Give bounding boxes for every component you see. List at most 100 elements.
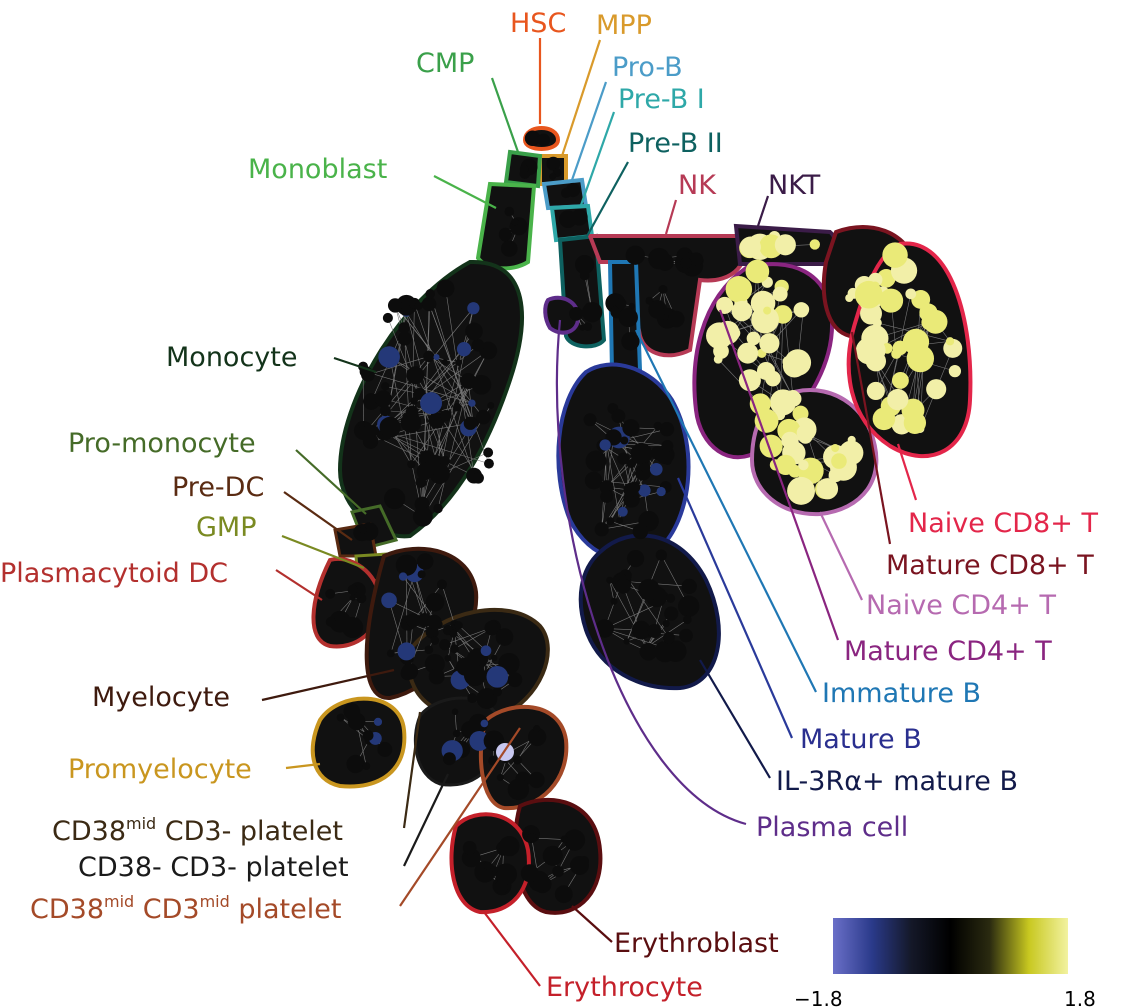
- tree-node: [528, 134, 539, 145]
- tree-node: [491, 866, 499, 873]
- tree-node: [342, 616, 364, 639]
- tree-node: [495, 628, 514, 646]
- tree-node: [397, 331, 412, 346]
- tree-node: [679, 628, 693, 643]
- tree-node: [433, 503, 443, 514]
- colorbar-gradient: [833, 918, 1068, 974]
- tree-node: [887, 388, 909, 411]
- tree-edge: [437, 380, 469, 509]
- tree-node: [872, 407, 896, 431]
- tree-node: [495, 863, 517, 886]
- tree-node: [847, 435, 856, 445]
- tree-edge: [622, 586, 649, 652]
- tree-node: [542, 845, 563, 866]
- tree-node: [362, 762, 371, 771]
- label-erythroblast: Erythroblast: [614, 928, 779, 959]
- tree-node: [905, 288, 917, 300]
- leader-il3ra-mature-b: [699, 659, 771, 779]
- tree-node: [569, 856, 589, 876]
- tree-node: [784, 349, 812, 376]
- tree-node: [469, 730, 490, 751]
- tree-edge: [419, 361, 446, 394]
- tree-node: [484, 458, 494, 469]
- tree-edge: [429, 293, 471, 424]
- tree-node: [382, 312, 393, 323]
- tree-node: [455, 359, 463, 366]
- tree-node: [620, 436, 629, 445]
- tree-node: [866, 381, 885, 401]
- tree-node: [901, 398, 925, 422]
- tree-node: [498, 227, 512, 241]
- leader-erythrocyte: [483, 911, 541, 987]
- label-immature-b: Immature B: [822, 678, 981, 709]
- tree-node: [397, 642, 416, 661]
- label-erythrocyte: Erythrocyte: [546, 972, 703, 1003]
- tree-node: [663, 456, 672, 465]
- label-pre-dc: Pre-DC: [172, 472, 264, 503]
- tree-node: [781, 431, 799, 450]
- tree-node: [424, 645, 434, 655]
- tree-node: [395, 554, 418, 576]
- label-naive-cd4-t: Naive CD4+ T: [866, 590, 1056, 621]
- tree-node: [374, 390, 392, 408]
- tree-edge: [625, 575, 670, 638]
- tree-node: [480, 719, 489, 728]
- tree-node: [630, 442, 653, 465]
- label-monocyte: Monocyte: [166, 342, 297, 373]
- tree-node: [484, 620, 500, 636]
- tree-node: [632, 523, 649, 540]
- tree-node: [763, 306, 772, 315]
- tree-node: [467, 693, 478, 704]
- label-promyelocyte: Promyelocyte: [68, 754, 252, 785]
- tree-node: [407, 460, 416, 469]
- tree-node: [401, 663, 419, 680]
- tree-node: [420, 392, 443, 415]
- leader-promyelocyte: [285, 762, 321, 770]
- tree-node: [546, 156, 561, 171]
- tree-edge: [406, 312, 446, 462]
- tree-node: [617, 506, 628, 517]
- tree-node: [656, 253, 674, 271]
- tree-node: [443, 752, 456, 766]
- tree-node: [750, 290, 776, 316]
- tree-node: [527, 833, 537, 843]
- tree-node: [892, 340, 908, 356]
- label-cd38mid-cd3-platelet: CD38mid CD3- platelet: [52, 814, 343, 847]
- tree-node: [465, 322, 483, 341]
- tree-edge: [415, 375, 479, 479]
- tree-node: [926, 379, 947, 400]
- tree-node: [774, 234, 796, 256]
- leader-mature-b: [676, 477, 794, 739]
- colorbar: −1.8 1.8: [794, 918, 1096, 1008]
- tree-node: [504, 206, 515, 217]
- tree-node: [424, 653, 445, 674]
- label-naive-cd8-t: Naive CD8+ T: [908, 508, 1098, 539]
- tree-node: [346, 754, 365, 774]
- leader-pre-b-ii: [585, 161, 629, 239]
- tree-edge: [624, 440, 668, 447]
- tree-node: [575, 255, 595, 275]
- tree-node: [560, 187, 572, 199]
- tree-node: [716, 296, 734, 314]
- tree-node: [655, 549, 667, 561]
- tree-node: [406, 613, 421, 628]
- tree-node: [467, 302, 480, 315]
- tree-node: [487, 402, 495, 410]
- tree-node: [463, 664, 486, 687]
- tree-node: [796, 424, 813, 441]
- tree-node: [423, 350, 435, 363]
- tree-node: [549, 173, 557, 180]
- tree-node: [386, 649, 395, 658]
- tree-node: [501, 240, 518, 257]
- leader-gmp: [281, 534, 365, 570]
- tree-node: [476, 688, 498, 709]
- leader-plasmacytoid-dc: [275, 569, 323, 601]
- tree-edge: [428, 303, 490, 464]
- tree-node: [416, 462, 434, 481]
- tree-node: [398, 322, 410, 334]
- tree-node: [373, 717, 383, 726]
- tree-node: [421, 296, 437, 312]
- tree-edge: [609, 580, 649, 652]
